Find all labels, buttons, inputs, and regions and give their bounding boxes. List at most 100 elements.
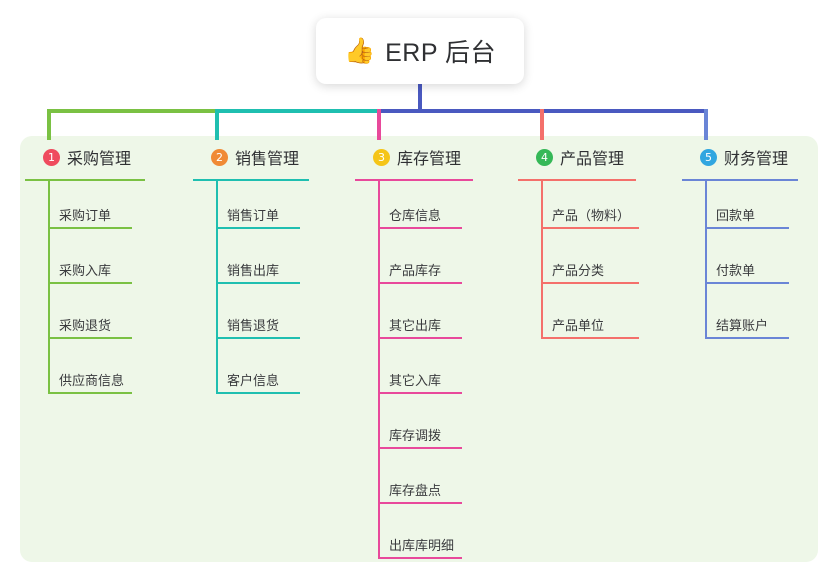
leaf-underline (541, 337, 639, 339)
branch-badge-4: 4 (536, 148, 553, 166)
branch-leaf-list-4: 产品（物料） 产品分类产品单位 (518, 181, 639, 346)
leaf-underline (541, 282, 639, 284)
leaf-label: 销售退货 (227, 318, 280, 333)
leaf-item[interactable]: 产品库存 (355, 236, 473, 291)
thumbs-up-icon: 👍 (343, 36, 376, 65)
branch-header-1[interactable]: 1 采购管理 (25, 144, 145, 170)
drop-stub-2 (215, 109, 219, 140)
leaf-item[interactable]: 产品分类 (518, 236, 639, 291)
leaf-item[interactable]: 销售订单 (193, 181, 309, 236)
branch-underline-1 (25, 179, 145, 181)
root-node-title: ERP 后台 (385, 39, 497, 67)
leaf-item[interactable]: 结算账户 (682, 291, 798, 346)
leaf-underline (378, 447, 462, 449)
leaf-underline (216, 392, 300, 394)
drop-stub-4 (540, 109, 544, 140)
branch-header-4[interactable]: 4 产品管理 (518, 144, 636, 170)
leaf-label: 付款单 (716, 263, 756, 278)
leaf-item[interactable]: 采购退货 (25, 291, 145, 346)
leaf-item[interactable]: 采购入库 (25, 236, 145, 291)
leaf-item[interactable]: 出库库明细 (355, 511, 473, 566)
leaf-label: 供应商信息 (59, 373, 125, 388)
branch-underline-5 (682, 179, 798, 181)
bus-segment-2 (215, 109, 381, 113)
branch-leaf-list-3: 仓库信息产品库存其它出库其它入库库存调拨库存盘点出库库明细 (355, 181, 473, 566)
leaf-label: 销售出库 (227, 263, 280, 278)
branch-leaf-list-1: 采购订单采购入库采购退货供应商信息 (25, 181, 145, 401)
trunk-line (418, 84, 422, 113)
leaf-item[interactable]: 销售出库 (193, 236, 309, 291)
leaf-item[interactable]: 库存调拨 (355, 401, 473, 456)
leaf-underline (378, 502, 462, 504)
leaf-underline (48, 227, 132, 229)
branch-column-1: 1 采购管理采购订单采购入库采购退货供应商信息 (25, 144, 145, 401)
leaf-underline (705, 337, 789, 339)
leaf-label: 库存调拨 (389, 428, 442, 443)
leaf-underline (48, 337, 132, 339)
leaf-label: 回款单 (716, 208, 756, 223)
branch-spine-4 (541, 181, 543, 339)
branch-leaf-list-5: 回款单付款单结算账户 (682, 181, 798, 346)
leaf-underline (216, 282, 300, 284)
branch-header-2[interactable]: 2 销售管理 (193, 144, 309, 170)
branch-column-4: 4 产品管理产品（物料） 产品分类产品单位 (518, 144, 639, 346)
diagram-background-panel (20, 136, 818, 562)
branch-header-5[interactable]: 5 财务管理 (682, 144, 798, 170)
leaf-label: 产品单位 (552, 318, 605, 333)
leaf-item[interactable]: 采购订单 (25, 181, 145, 236)
leaf-underline (48, 392, 132, 394)
branch-spine-5 (705, 181, 707, 339)
branch-column-5: 5 财务管理回款单付款单结算账户 (682, 144, 798, 346)
branch-title-2: 销售管理 (235, 151, 300, 168)
leaf-item[interactable]: 其它出库 (355, 291, 473, 346)
leaf-label: 采购退货 (59, 318, 112, 333)
branch-badge-2: 2 (211, 148, 228, 166)
leaf-underline (216, 337, 300, 339)
leaf-item[interactable]: 销售退货 (193, 291, 309, 346)
branch-title-5: 财务管理 (724, 151, 789, 168)
leaf-item[interactable]: 付款单 (682, 236, 798, 291)
leaf-label: 客户信息 (227, 373, 280, 388)
branch-underline-4 (518, 179, 636, 181)
leaf-label: 销售订单 (227, 208, 280, 223)
branch-badge-5: 5 (700, 148, 717, 166)
branch-underline-3 (355, 179, 473, 181)
branch-column-2: 2 销售管理销售订单销售出库销售退货客户信息 (193, 144, 309, 401)
leaf-label: 产品库存 (389, 263, 442, 278)
branch-spine-3 (378, 181, 380, 559)
leaf-label: 产品分类 (552, 263, 605, 278)
leaf-item[interactable]: 产品单位 (518, 291, 639, 346)
branch-title-4: 产品管理 (560, 151, 625, 168)
branch-underline-2 (193, 179, 309, 181)
branch-title-1: 采购管理 (67, 151, 132, 168)
leaf-item[interactable]: 仓库信息 (355, 181, 473, 236)
leaf-item[interactable]: 其它入库 (355, 346, 473, 401)
leaf-underline (378, 227, 462, 229)
leaf-label: 产品（物料） (552, 208, 631, 223)
leaf-item[interactable]: 客户信息 (193, 346, 309, 401)
leaf-label: 其它入库 (389, 373, 442, 388)
leaf-item[interactable]: 供应商信息 (25, 346, 145, 401)
branch-spine-2 (216, 181, 218, 394)
branch-badge-1: 1 (43, 148, 60, 166)
leaf-underline (378, 282, 462, 284)
leaf-underline (541, 227, 639, 229)
leaf-item[interactable]: 产品（物料） (518, 181, 639, 236)
leaf-underline (378, 337, 462, 339)
leaf-item[interactable]: 库存盘点 (355, 456, 473, 511)
leaf-underline (705, 282, 789, 284)
leaf-label: 采购入库 (59, 263, 112, 278)
branch-badge-3: 3 (373, 148, 390, 166)
drop-stub-3 (377, 109, 381, 140)
leaf-item[interactable]: 回款单 (682, 181, 798, 236)
drop-stub-1 (47, 109, 51, 140)
drop-stub-5 (704, 109, 708, 140)
root-node-card[interactable]: 👍 ERP 后台 (316, 18, 524, 84)
leaf-underline (378, 557, 462, 559)
leaf-underline (705, 227, 789, 229)
leaf-label: 结算账户 (716, 318, 769, 333)
bus-segment-1 (47, 109, 219, 113)
